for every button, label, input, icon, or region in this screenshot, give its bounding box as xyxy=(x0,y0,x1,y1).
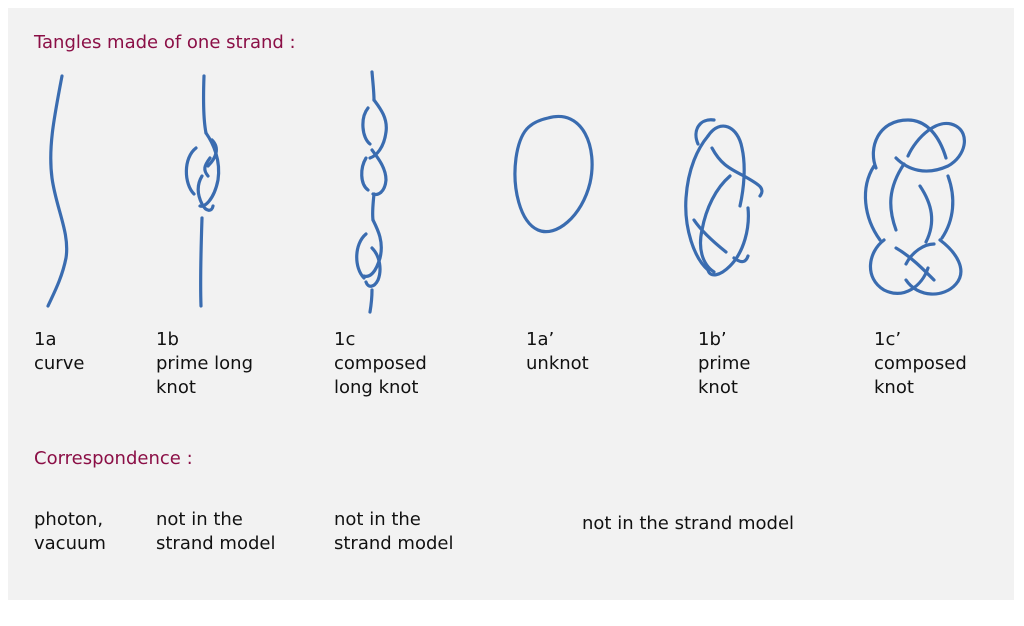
item-id: 1a’ xyxy=(526,329,555,350)
correspondence-1a: photon, vacuum xyxy=(34,508,106,556)
correspondence-line: vacuum xyxy=(34,533,106,554)
unknot-1a-prime-drawing xyxy=(513,114,594,234)
composed-knot-1c-prime-drawing xyxy=(863,118,966,296)
item-name: curve xyxy=(34,353,85,374)
item-id: 1c xyxy=(334,329,356,350)
item-label-1a-prime: 1a’ unknot xyxy=(526,328,589,376)
correspondence-line: strand model xyxy=(334,533,454,554)
composed-long-knot-1c-drawing xyxy=(355,70,388,314)
correspondence-line: not in the strand model xyxy=(582,513,795,534)
tangles-heading: Tangles made of one strand : xyxy=(34,32,296,53)
correspondence-1c: not in the strand model xyxy=(334,508,453,556)
prime-long-knot-1b-drawing xyxy=(184,74,221,308)
item-name: prime xyxy=(698,353,751,374)
item-label-1c-prime: 1c’ composed knot xyxy=(874,328,967,400)
item-name: composed xyxy=(874,353,967,374)
item-name-cont: knot xyxy=(874,377,914,398)
item-name-cont: knot xyxy=(698,377,738,398)
tangle-drawings xyxy=(46,70,966,314)
item-label-1b: 1b prime long knot xyxy=(156,328,253,400)
item-name-cont: long knot xyxy=(334,377,419,398)
correspondence-line: not in the xyxy=(334,509,421,530)
item-id: 1b’ xyxy=(698,329,727,350)
item-id: 1b xyxy=(156,329,179,350)
item-name: unknot xyxy=(526,353,589,374)
item-id: 1c’ xyxy=(874,329,902,350)
correspondence-heading: Correspondence : xyxy=(34,448,193,469)
figure-panel: Tangles made of one strand : xyxy=(8,8,1014,600)
item-label-1a: 1a curve xyxy=(34,328,84,376)
item-label-1c: 1c composed long knot xyxy=(334,328,427,400)
correspondence-line: strand model xyxy=(156,533,276,554)
correspondence-closed-knots: not in the strand model xyxy=(582,512,794,536)
correspondence-line: photon, xyxy=(34,509,104,530)
correspondence-1b: not in the strand model xyxy=(156,508,275,556)
correspondence-line: not in the xyxy=(156,509,243,530)
item-name: prime long xyxy=(156,353,254,374)
prime-knot-1b-prime-drawing xyxy=(684,118,764,277)
item-name-cont: knot xyxy=(156,377,196,398)
item-id: 1a xyxy=(34,329,57,350)
item-label-1b-prime: 1b’ prime knot xyxy=(698,328,750,400)
curve-1a-drawing xyxy=(46,74,69,308)
item-name: composed xyxy=(334,353,427,374)
